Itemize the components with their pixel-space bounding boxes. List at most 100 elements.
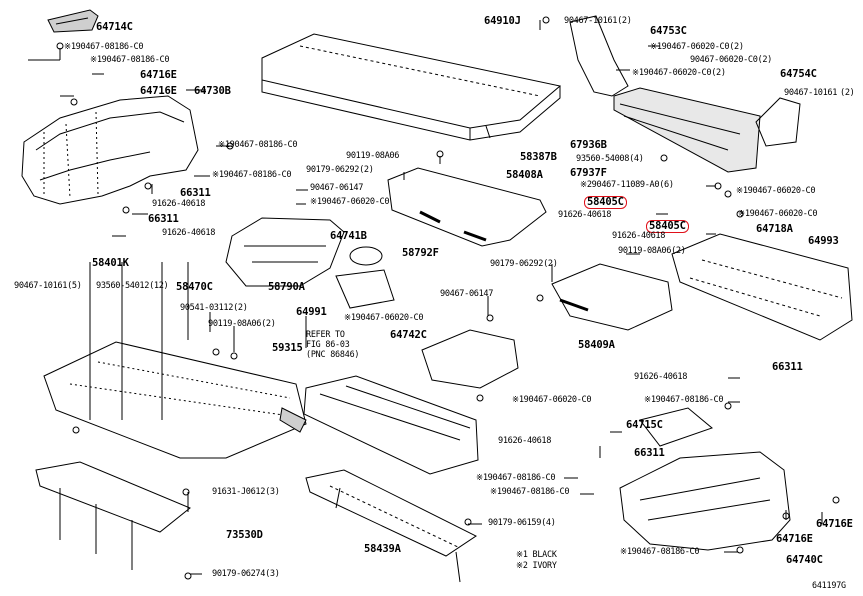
fastener-part-number: 90119-08A06(2) xyxy=(618,246,686,256)
fastener-part-number: 90119-08A06 xyxy=(346,151,400,161)
floor-lid-58409a xyxy=(551,263,673,331)
bracket-58790a xyxy=(335,269,395,309)
part-number-label: 64716E xyxy=(140,85,177,97)
part-number-label: 64993 xyxy=(808,235,839,247)
part-number-label: 58401K xyxy=(92,257,129,269)
part-number-label: 66311 xyxy=(180,187,211,199)
fastener-part-number: ※190467-06020-C0 xyxy=(738,209,818,219)
reference-note-line: REFER TO xyxy=(306,329,345,339)
deck-board-58401k xyxy=(43,341,307,459)
fastener-part-number: 90179-06159(4) xyxy=(488,518,556,528)
deck-side-trim-right xyxy=(619,451,791,551)
part-number-label: 64753C xyxy=(650,25,687,37)
wedge-59315 xyxy=(279,407,307,433)
part-number-label: 64741B xyxy=(330,230,367,242)
part-number-label: 67937F xyxy=(570,167,607,179)
color-legend-line: ※2 IVORY xyxy=(516,560,557,570)
deck-floor-right xyxy=(671,233,853,341)
part-number-label: 64991 xyxy=(296,306,327,318)
fastener-part-number: 90541-03112(2) xyxy=(180,303,248,313)
part-number-label: 58470C xyxy=(176,281,213,293)
center-box-64991 xyxy=(303,375,479,475)
leader-lines xyxy=(28,20,823,575)
ring-58792f xyxy=(349,246,383,266)
part-number-label: 59315 xyxy=(272,342,303,354)
fastener-part-number: 91626-40618 xyxy=(612,231,666,241)
fastener-part-number: 90467-06020-C0(2) xyxy=(690,55,773,65)
fastener-part-number: ※190467-08186-C0 xyxy=(620,547,700,557)
part-number-label: 58405C xyxy=(646,220,689,233)
fastener-part-number: (2) xyxy=(840,88,855,98)
floor-board-58408a xyxy=(387,167,547,247)
fastener-part-number: ※190467-06020-C0 xyxy=(736,186,816,196)
storage-tray-64741b xyxy=(225,217,345,287)
tray-64742c xyxy=(421,329,519,389)
part-number-label: 58439A xyxy=(364,543,401,555)
part-number-label: 64742C xyxy=(390,329,427,341)
fastener-part-number: 90179-06292(2) xyxy=(306,165,374,175)
fastener-part-number: ※190467-08186-C0 xyxy=(212,170,292,180)
fastener-part-number: 90467-10161 xyxy=(784,88,838,98)
tonneau-cover xyxy=(261,33,562,129)
part-number-label: 66311 xyxy=(634,447,665,459)
part-number-label: 58792F xyxy=(402,247,439,259)
fastener-part-number: 91626-40618 xyxy=(498,436,552,446)
fastener-part-number: 90467-06147 xyxy=(440,289,494,299)
part-number-label: 64740C xyxy=(786,554,823,566)
fastener-part-number: 91626-40618 xyxy=(558,210,612,220)
rear-sill-plate xyxy=(613,87,761,173)
part-number-label: 67936B xyxy=(570,139,607,151)
reference-note-line: (PNC 86846) xyxy=(306,349,360,359)
part-number-label: 73530D xyxy=(226,529,263,541)
fastener-part-number: ※190467-08186-C0 xyxy=(644,395,724,405)
fastener-part-number: ※190467-06020-C0(2) xyxy=(632,68,726,78)
part-number-label: 66311 xyxy=(148,213,179,225)
fastener-part-number: 90119-08A06(2) xyxy=(208,319,276,329)
part-number-label: 64716E xyxy=(816,518,853,530)
fastener-part-number: ※190467-06020-C0 xyxy=(512,395,592,405)
fastener-part-number: ※190467-08186-C0 xyxy=(90,55,170,65)
part-number-label: 58408A xyxy=(506,169,543,181)
fastener-part-number: ※190467-08186-C0 xyxy=(476,473,556,483)
part-number-label: 66311 xyxy=(772,361,803,373)
part-number-label: 58790A xyxy=(268,281,305,293)
fastener-part-number: ※190467-08186-C0 xyxy=(218,140,298,150)
part-number-label: 58387B xyxy=(520,151,557,163)
fastener-part-number: ※190467-06020-C0(2) xyxy=(650,42,744,52)
fastener-part-number: 91626-40618 xyxy=(162,228,216,238)
fastener-part-number: ※190467-08186-C0 xyxy=(490,487,570,497)
color-legend-line: ※1 BLACK xyxy=(516,549,557,559)
fastener-part-number: 91626-40618 xyxy=(634,372,688,382)
part-number-label: 64715C xyxy=(626,419,663,431)
fastener-part-number: 90179-06292(2) xyxy=(490,259,558,269)
figure-code: 641197G xyxy=(812,580,846,590)
fastener-part-number: 90467-10161(2) xyxy=(564,16,632,26)
fasteners xyxy=(56,16,840,580)
bottom-rail-58439a xyxy=(305,469,477,557)
part-number-label: 64716E xyxy=(140,69,177,81)
pillar-trim-64753c xyxy=(569,15,629,97)
part-number-label: 64754C xyxy=(780,68,817,80)
part-number-label: 64730B xyxy=(194,85,231,97)
fastener-part-number: ※190467-06020-C0 xyxy=(310,197,390,207)
cross-member-73530d xyxy=(35,461,191,533)
part-number-label: 64714C xyxy=(96,21,133,33)
deck-side-trim-left xyxy=(21,95,199,205)
trim-64754c xyxy=(755,97,801,147)
cover-64715c xyxy=(639,407,714,447)
fastener-part-number: ※190467-08186-C0 xyxy=(64,42,144,52)
fastener-part-number: ※290467-11089-A0(6) xyxy=(580,180,674,190)
part-number-label: 58405C xyxy=(584,196,627,209)
part-number-label: 64910J xyxy=(484,15,521,27)
part-number-label: 64716E xyxy=(776,533,813,545)
fastener-part-number: ※190467-06020-C0 xyxy=(344,313,424,323)
part-number-label: 58409A xyxy=(578,339,615,351)
fastener-part-number: 93560-54012(12) xyxy=(96,281,169,291)
fastener-part-number: 90179-06274(3) xyxy=(212,569,280,579)
part-number-label: 64718A xyxy=(756,223,793,235)
reference-note-line: FIG 86-03 xyxy=(306,339,350,349)
fastener-part-number: 93560-54008(4) xyxy=(576,154,644,164)
fastener-part-number: 91631-J0612(3) xyxy=(212,487,280,497)
